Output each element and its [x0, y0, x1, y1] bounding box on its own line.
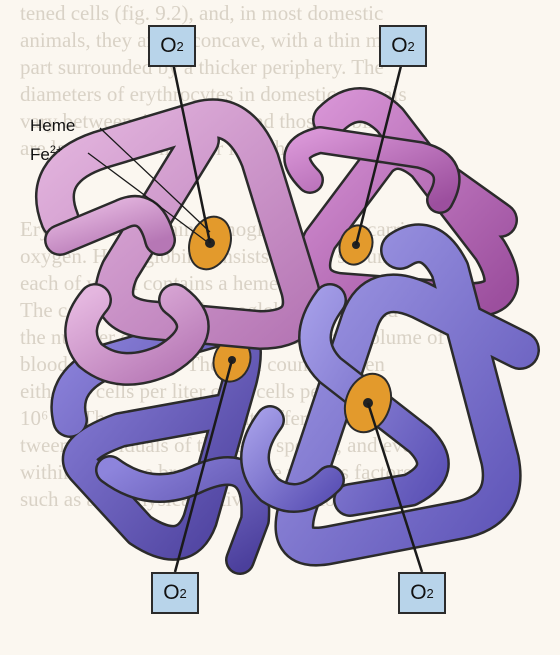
fe-charge: 2+ [50, 144, 63, 156]
o2-symbol: O [410, 581, 426, 605]
fe-label: Fe2+ [30, 144, 62, 165]
heme-label: Heme [30, 116, 75, 136]
o2-subscript: 2 [408, 39, 415, 54]
o2-symbol: O [391, 34, 407, 58]
fe-symbol: Fe [30, 145, 50, 164]
o2-symbol: O [160, 34, 176, 58]
o2-subscript: 2 [427, 586, 434, 601]
o2-symbol: O [163, 581, 179, 605]
o2-subscript: 2 [180, 586, 187, 601]
o2-subscript: 2 [177, 39, 184, 54]
